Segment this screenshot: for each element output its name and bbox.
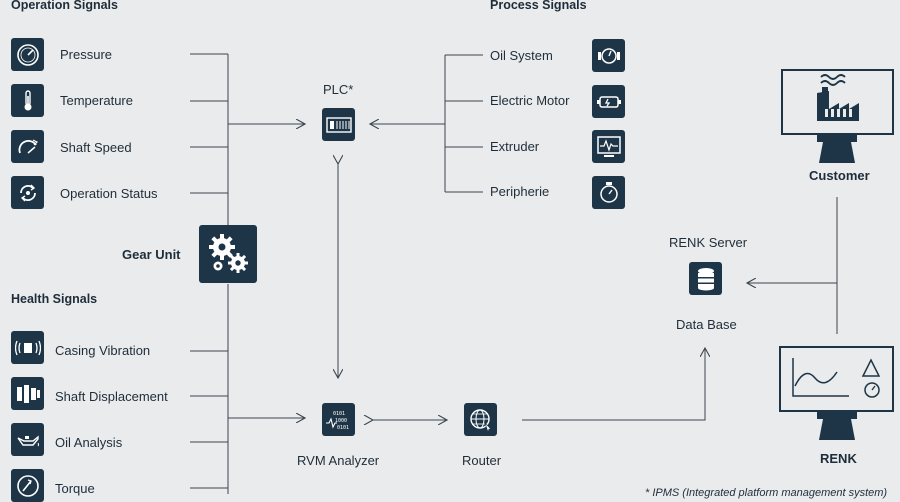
speedometer-icon	[11, 130, 44, 163]
footnote: * IPMS (Integrated platform management s…	[645, 487, 888, 499]
operation-signals-heading: Operation Signals	[11, 0, 118, 12]
gears-icon	[199, 225, 257, 283]
peripherie-icon	[592, 176, 625, 209]
database-icon	[689, 262, 722, 295]
router-label: Router	[462, 453, 502, 468]
svg-text:0101: 0101	[336, 425, 348, 431]
plc-icon	[322, 108, 355, 141]
extruder-monitor-icon	[592, 130, 625, 163]
oil-system-label: Oil System	[490, 48, 553, 63]
plc-label: PLC*	[323, 82, 354, 97]
process-signals-heading: Process Signals	[490, 0, 587, 12]
customer-label: Customer	[809, 168, 870, 183]
router-globe-icon	[464, 403, 497, 436]
oil-analysis-label: Oil Analysis	[55, 435, 123, 450]
renk-analytics-monitor-icon	[779, 346, 894, 440]
operation-status-label: Operation Status	[60, 186, 158, 201]
torque-icon	[11, 469, 44, 502]
thermometer-icon	[11, 84, 44, 117]
renk-server-label: RENK Server	[669, 235, 748, 250]
gauge-icon	[11, 38, 44, 71]
data-base-label: Data Base	[676, 317, 737, 332]
oil-can-icon	[11, 423, 44, 456]
svg-text:0101: 0101	[332, 411, 344, 417]
vibration-icon	[11, 331, 44, 364]
shaft-speed-label: Shaft Speed	[60, 140, 132, 155]
refresh-status-icon	[11, 176, 44, 209]
peripherie-label: Peripherie	[490, 184, 550, 199]
torque-label: Torque	[55, 481, 95, 496]
electric-motor-icon	[592, 85, 625, 118]
displacement-icon	[11, 377, 44, 410]
oil-system-icon	[592, 39, 625, 72]
renk-label: RENK	[820, 451, 857, 466]
temperature-label: Temperature	[60, 93, 133, 108]
shaft-displacement-label: Shaft Displacement	[55, 389, 168, 404]
gear-unit-label: Gear Unit	[122, 247, 181, 262]
electric-motor-label: Electric Motor	[490, 93, 570, 108]
rvm-analyzer-label: RVM Analyzer	[297, 453, 380, 468]
extruder-label: Extruder	[490, 139, 540, 154]
pressure-label: Pressure	[60, 47, 113, 62]
svg-text:1000: 1000	[334, 418, 346, 424]
health-signals-heading: Health Signals	[11, 292, 98, 306]
casing-vibration-label: Casing Vibration	[55, 343, 151, 358]
customer-factory-monitor-icon	[781, 69, 894, 163]
